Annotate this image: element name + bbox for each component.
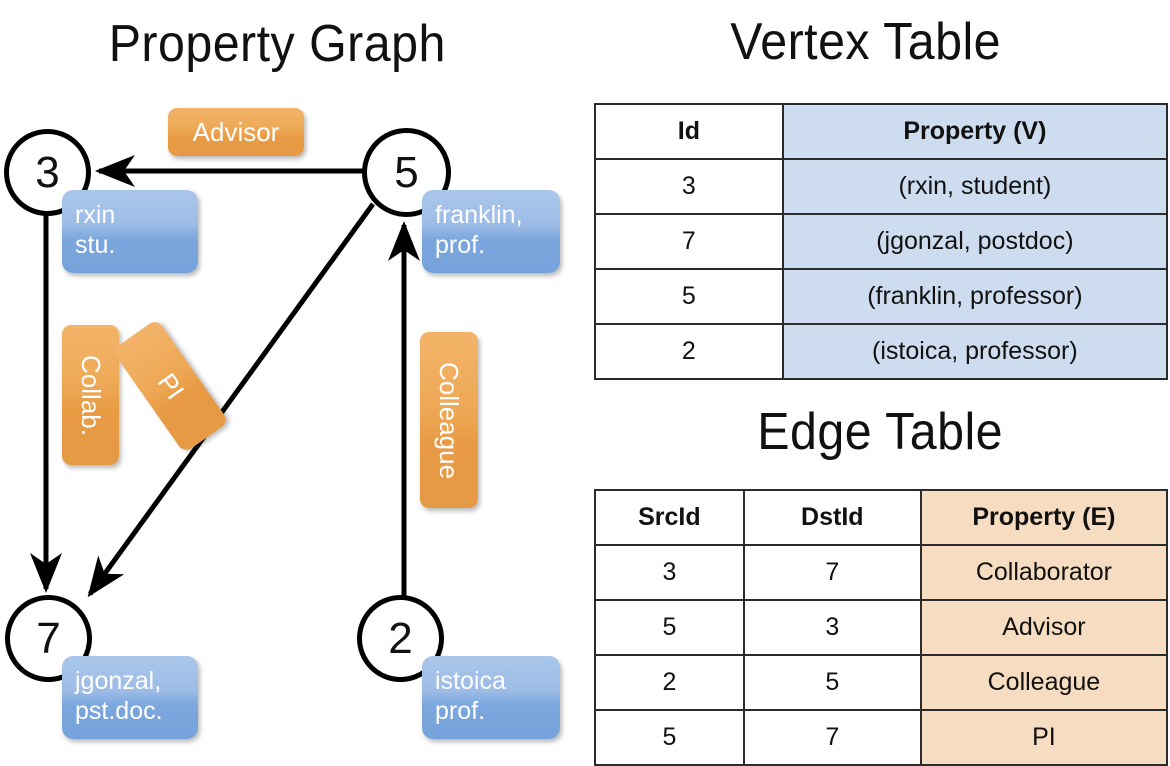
vertex-property-box-franklin[interactable]: franklin, prof. [422,190,560,273]
table-row[interactable]: 7 (jgonzal, postdoc) [594,213,1169,270]
vertex-row-2-property: (franklin, professor) [781,268,1169,325]
graph-edges-svg [30,155,420,600]
table-row[interactable]: 2 5 Colleague [594,654,1169,711]
edge-label-collab: Collab. [76,354,106,436]
vertex-property-box-rxin[interactable]: rxin stu. [62,190,198,273]
edge-label-box-advisor[interactable]: Advisor [168,108,304,156]
edge-row-3-src: 5 [594,709,745,766]
edge-table-header-dstid: DstId [742,489,922,546]
property-graph-panel: Property Graph 3 5 7 2 rxin stu. frankli… [0,0,585,760]
edge-row-2-src: 2 [594,654,745,711]
vertex-row-0-property: (rxin, student) [781,158,1169,215]
table-row[interactable]: 2 (istoica, professor) [594,323,1169,380]
page-title-vertex-table: Vertex Table [730,13,1002,71]
table-row[interactable]: 3 (rxin, student) [594,158,1169,215]
vertex-property-franklin-line2: prof. [435,230,486,259]
edge-line-pi [87,202,376,598]
vertex-property-franklin-line1: franklin, [435,201,523,229]
vertex-node-7-label: 7 [36,613,61,663]
vertex-row-1-property: (jgonzal, postdoc) [781,213,1169,270]
edge-label-box-colleague[interactable]: Colleague [420,332,478,508]
edge-table: SrcId DstId Property (E) 3 7 Collaborato… [594,489,1169,766]
table-row[interactable]: 3 7 Collaborator [594,544,1169,601]
vertex-property-istoica-line2: prof. [435,696,486,725]
vertex-property-istoica-line1: istoica [435,667,506,695]
edge-row-2-dst: 5 [742,654,922,711]
table-row[interactable]: 5 (franklin, professor) [594,268,1169,325]
edge-table-header-property: Property (E) [919,489,1169,546]
edge-row-3-property: PI [919,709,1169,766]
vertex-row-0-id: 3 [594,158,784,215]
table-row[interactable]: 5 7 PI [594,709,1169,766]
edge-label-colleague: Colleague [434,361,465,479]
edge-row-0-property: Collaborator [919,544,1169,601]
edge-row-2-property: Colleague [919,654,1169,711]
vertex-row-1-id: 7 [594,213,784,270]
vertex-node-3-label: 3 [35,147,60,197]
vertex-row-2-id: 5 [594,268,784,325]
edge-table-header-srcid: SrcId [594,489,745,546]
page-title-edge-table: Edge Table [757,403,1004,461]
vertex-node-2-label: 2 [388,613,413,663]
vertex-property-box-istoica[interactable]: istoica prof. [422,656,560,739]
vertex-property-box-jgonzal[interactable]: jgonzal, pst.doc. [62,656,198,739]
vertex-table-header-property: Property (V) [781,103,1169,160]
edge-label-advisor: Advisor [192,116,280,147]
table-header-row: Id Property (V) [594,103,1169,160]
edge-row-1-src: 5 [594,599,745,656]
edge-row-3-dst: 7 [742,709,922,766]
edge-label-pi: PI [151,367,191,405]
vertex-node-5[interactable]: 5 [362,128,451,217]
edge-row-0-dst: 7 [742,544,922,601]
vertex-property-jgonzal-line1: jgonzal, [75,667,162,695]
edge-row-0-src: 3 [594,544,745,601]
vertex-property-jgonzal-line2: pst.doc. [75,696,163,725]
table-row[interactable]: 5 3 Advisor [594,599,1169,656]
vertex-node-2[interactable]: 2 [357,595,444,682]
edge-row-1-dst: 3 [742,599,922,656]
vertex-property-rxin-line1: rxin [75,201,116,229]
vertex-table: Id Property (V) 3 (rxin, student) 7 (jgo… [594,103,1169,380]
vertex-row-3-id: 2 [594,323,784,380]
vertex-property-rxin-line2: stu. [75,230,116,259]
vertex-table-header-id: Id [594,103,784,160]
page-title-property-graph: Property Graph [108,15,446,73]
edge-row-1-property: Advisor [919,599,1169,656]
vertex-row-3-property: (istoica, professor) [781,323,1169,380]
edge-label-box-collab[interactable]: Collab. [62,325,119,465]
vertex-node-5-label: 5 [394,147,419,197]
table-header-row: SrcId DstId Property (E) [594,489,1169,546]
